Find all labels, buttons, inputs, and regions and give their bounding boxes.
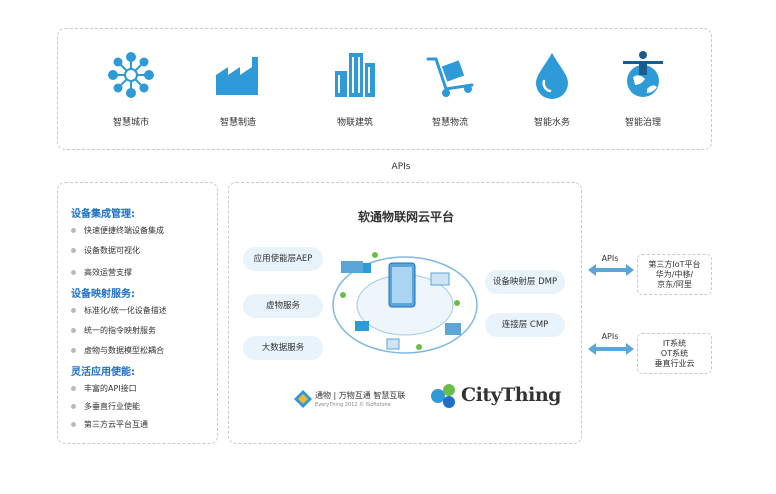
industry-smart-city[interactable]: 智慧城市	[83, 49, 179, 128]
pill-cmp[interactable]: 连接层 CMP	[485, 313, 565, 337]
box-line: 华为/中移/	[655, 270, 694, 279]
box-line: OT系统	[660, 349, 689, 358]
list-item: 丰富的API接口	[71, 383, 137, 394]
hand-cart-icon	[426, 57, 474, 97]
citything-logo-text: CityThing	[461, 384, 561, 406]
pill-dmp[interactable]: 设备映射层 DMP	[485, 270, 565, 294]
bullet-icon	[71, 422, 76, 427]
list-item: 多垂直行业使能	[71, 401, 140, 412]
pill-aep[interactable]: 应用使能层AEP	[243, 247, 323, 271]
iot-platform-illustration	[332, 252, 478, 354]
box-line: 第三方IoT平台	[648, 260, 701, 269]
industry-smart-governance[interactable]: 智能治理	[595, 49, 691, 128]
double-arrow-icon	[588, 264, 634, 276]
bullet-icon	[71, 328, 76, 333]
factory-icon	[216, 57, 258, 95]
apis-label-right-1: APIs	[601, 254, 619, 263]
industry-label: 智能水务	[533, 118, 570, 128]
platform-title: 软通物联网云平台	[357, 210, 454, 224]
platform-panel: 软通物联网云平台 应用使能层AEP 虚物服务 大数据服务 设备映射层 DMP 连…	[228, 182, 582, 444]
bullet-icon	[71, 248, 76, 253]
water-drop-icon	[536, 53, 568, 99]
industry-smart-water[interactable]: 智能水务	[504, 49, 600, 128]
section-title-device-integration: 设备集成管理:	[71, 209, 135, 220]
industry-smart-logistics[interactable]: 智慧物流	[402, 49, 498, 128]
industry-label: 智慧物流	[431, 118, 468, 128]
industry-iot-building[interactable]: 物联建筑	[307, 49, 403, 128]
bullet-icon	[71, 308, 76, 313]
box-line: 垂直行业云	[654, 359, 695, 368]
industry-smart-manufacturing[interactable]: 智慧制造	[190, 49, 286, 128]
list-item: 设备数据可视化	[71, 245, 140, 256]
industry-label: 智慧城市	[112, 118, 149, 128]
industry-label: 物联建筑	[336, 118, 373, 128]
list-item: 统一的指令映射服务	[71, 325, 156, 336]
network-icon	[108, 52, 154, 98]
bullet-icon	[71, 386, 76, 391]
section-title-app-enablement: 灵活应用使能:	[71, 367, 135, 378]
list-item: 虚物与数据模型松耦合	[71, 345, 164, 356]
list-item: 快速便捷终端设备集成	[71, 225, 164, 236]
everything-logo-icon	[294, 390, 312, 408]
apis-label-right-2: APIs	[601, 332, 619, 341]
bullet-icon	[71, 404, 76, 409]
industry-label: 智慧制造	[219, 118, 256, 128]
third-party-iot-box[interactable]: 第三方IoT平台 华为/中移/ 京东/阿里	[637, 254, 712, 295]
globe-person-icon	[623, 51, 663, 97]
brand-subtitle: EveryThing 2012 © iSoftstone	[315, 402, 391, 408]
box-line: IT系统	[662, 339, 687, 348]
apis-label-top: APIs	[391, 162, 411, 172]
bullet-icon	[71, 348, 76, 353]
industry-label: 智能治理	[624, 118, 661, 128]
bullet-icon	[71, 228, 76, 233]
industries-panel: 智慧城市 智慧制造 物联建筑 智慧物流	[57, 28, 712, 150]
citything-logo-icon	[431, 384, 455, 408]
section-title-device-mapping: 设备映射服务:	[71, 289, 135, 300]
pill-bigdata-service[interactable]: 大数据服务	[243, 336, 323, 360]
bullet-icon	[71, 270, 76, 275]
list-item: 标准化/统一化设备描述	[71, 305, 167, 316]
buildings-icon	[335, 53, 375, 97]
list-item: 第三方云平台互通	[71, 419, 148, 430]
it-ot-systems-box[interactable]: IT系统 OT系统 垂直行业云	[637, 333, 712, 374]
box-line: 京东/阿里	[657, 280, 692, 289]
features-panel: 设备集成管理: 快速便捷终端设备集成 设备数据可视化 高效运营支撑 设备映射服务…	[57, 182, 218, 444]
brand-text: 通物 | 万物互通 智慧互联	[315, 391, 406, 400]
list-item: 高效运营支撑	[71, 267, 132, 278]
pill-virtual-service[interactable]: 虚物服务	[243, 294, 323, 318]
double-arrow-icon	[588, 343, 634, 355]
